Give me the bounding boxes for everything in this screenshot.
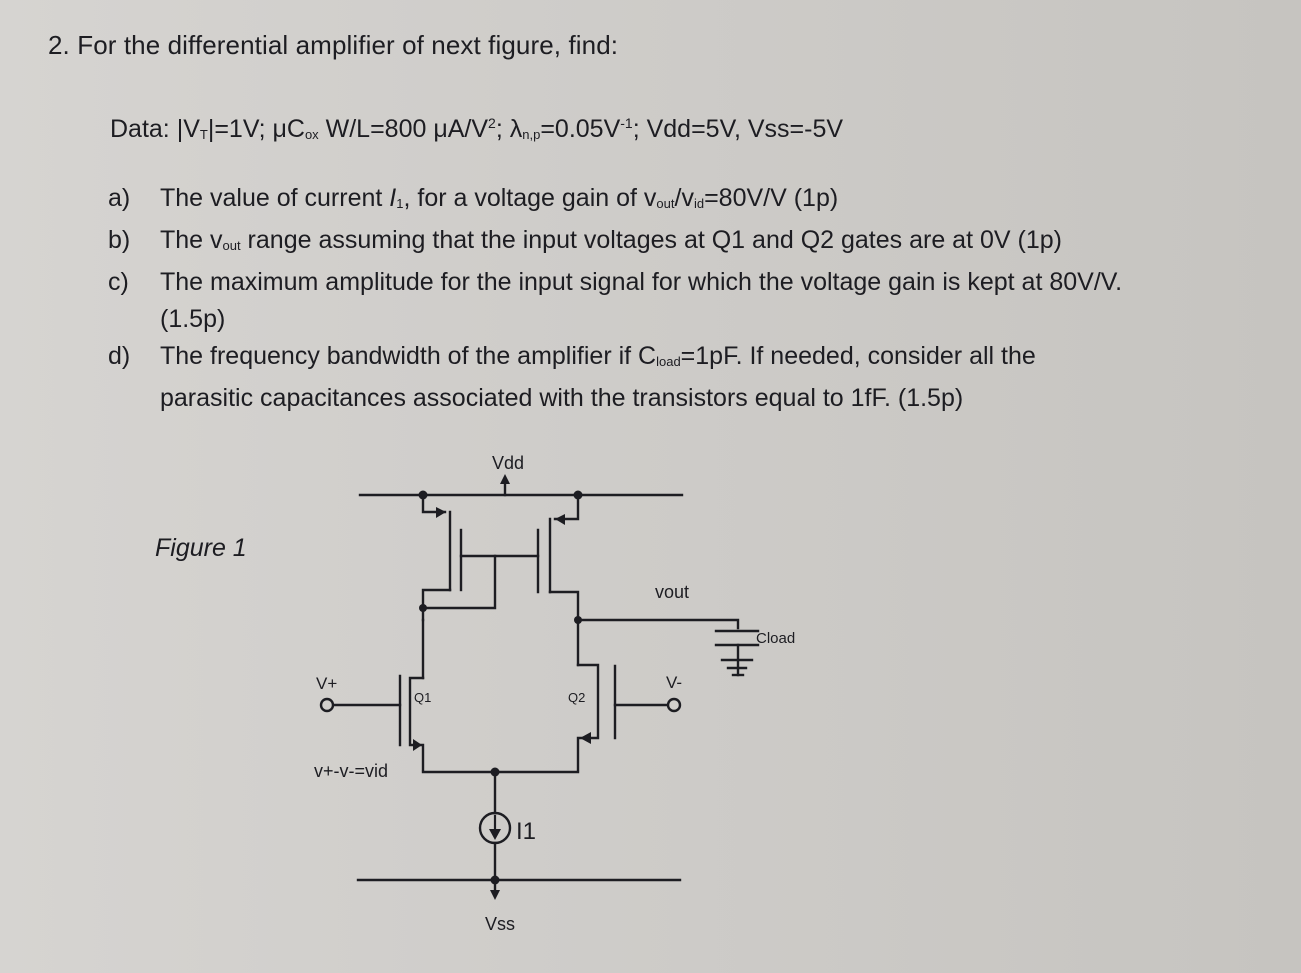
question-text: For the differential amplifier of next f… [77,30,619,60]
q1-label: Q1 [414,690,431,705]
vss-arrow-icon [490,890,500,900]
q2-arrow-icon [580,732,591,744]
pmos-left-drain [421,588,452,622]
pmos-diode-connection [421,554,497,610]
i1-label: I1 [516,818,536,845]
node-dot [419,604,427,612]
figure-label: Figure 1 [155,534,247,562]
vplus-terminal [319,697,335,713]
pmos-right-drain [548,590,580,622]
pmos-right-arrow-icon [555,514,565,525]
pmos-left-arrow-icon [436,507,446,518]
q1-arrow-icon [413,739,422,751]
item-d: d) The frequency bandwidth of the amplif… [108,342,1036,412]
q1-channel [408,676,425,772]
vid-label: v+-v-=vid [314,761,388,781]
item-a: a) The value of current I1, for a voltag… [108,184,839,212]
vdd-arrow-icon [500,474,510,484]
vminus-terminal [666,697,682,713]
q2-channel [576,663,600,772]
pmos-right-source [553,493,580,521]
data-line: Data: |VT|=1V; μCox W/L=800 μA/V2; λn,p=… [110,115,844,143]
question-items: a) The value of current I1, for a voltag… [108,180,1273,417]
q2-label: Q2 [568,690,585,705]
item-c: c) The maximum amplitude for the input s… [108,268,1123,333]
vss-label: Vss [485,914,515,934]
cload-label: Cload [756,630,795,647]
vplus-label: V+ [316,674,337,693]
vout-label: vout [655,582,689,602]
vminus-label: V- [666,673,682,692]
vdd-label: Vdd [492,453,524,473]
question-title: 2. For the differential amplifier of nex… [48,30,618,61]
item-b: b) The vout range assuming that the inpu… [108,226,1062,254]
current-source-arrow-icon [489,829,501,840]
vout-line [576,618,740,630]
question-number: 2. [48,30,70,60]
